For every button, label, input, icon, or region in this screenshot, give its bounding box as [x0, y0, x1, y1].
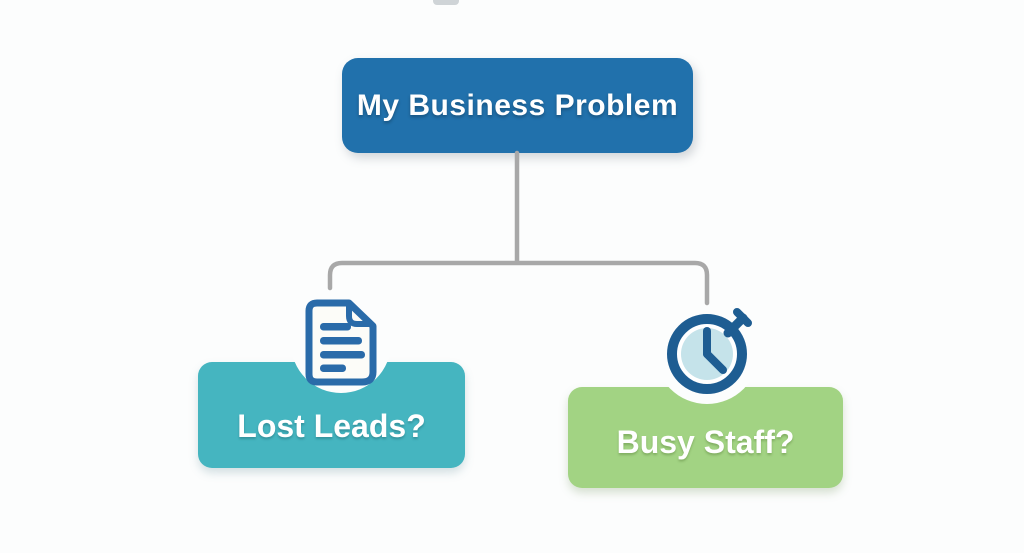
diagram-node-root: My Business Problem: [342, 58, 693, 153]
busy-staff-label: Busy Staff?: [616, 424, 795, 460]
stopwatch-icon: [667, 308, 752, 394]
lost-leads-label: Lost Leads?: [237, 407, 426, 444]
document-icon: [305, 299, 377, 386]
top-edge-artifact: [433, 0, 459, 5]
diagram-node-busy-staff: Busy Staff?: [568, 387, 843, 488]
connector-branch: [327, 260, 710, 306]
root-node-label: My Business Problem: [356, 88, 679, 122]
